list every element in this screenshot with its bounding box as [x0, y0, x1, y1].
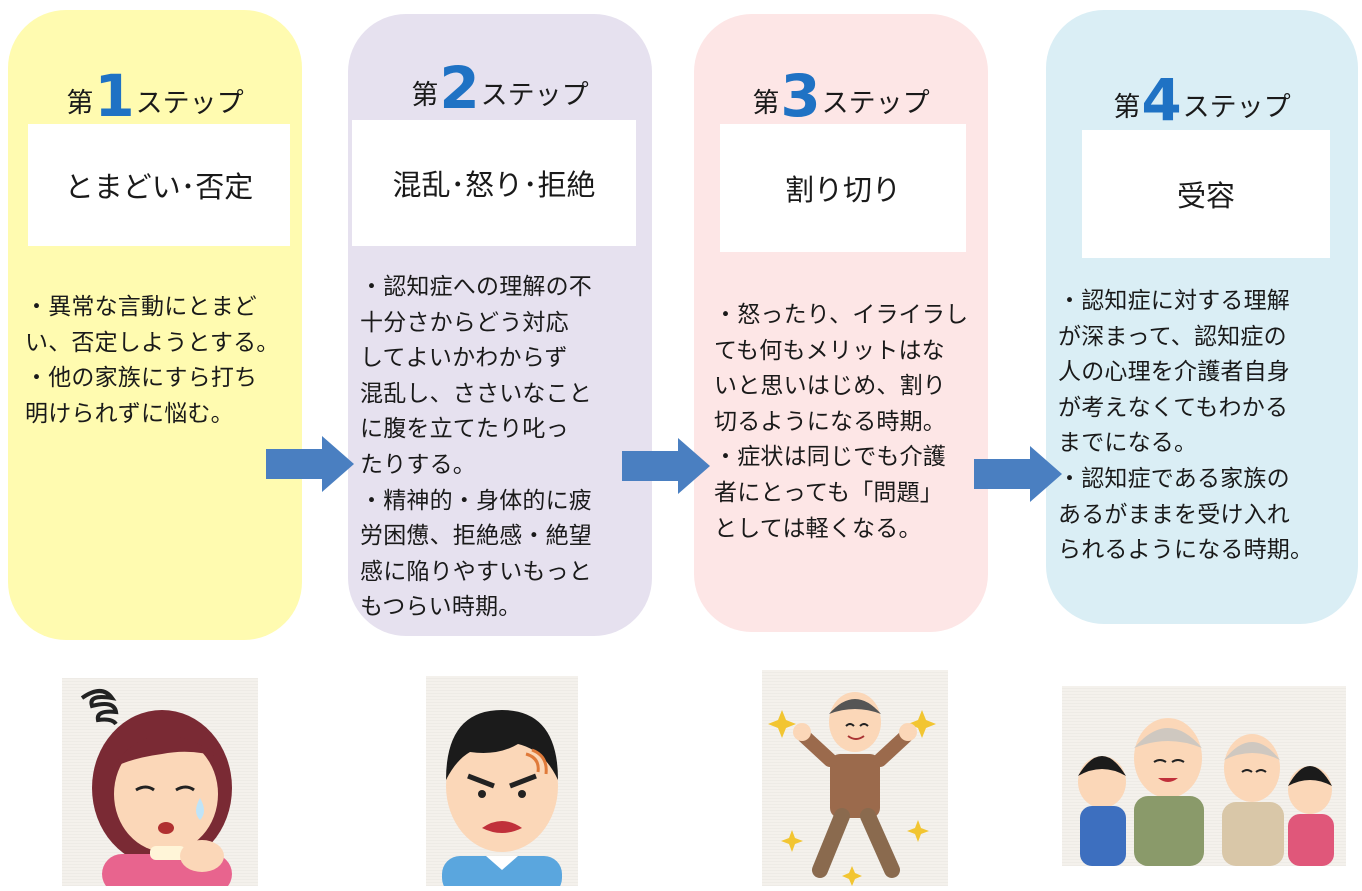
step-4-heading: 第4ステップ: [1046, 66, 1358, 134]
step-suffix: ステップ: [480, 80, 589, 111]
step-4-card: 第4ステップ 受容 ・認知症に対する理解 が深まって、認知症の 人の心理を介護者…: [1046, 10, 1358, 624]
worried-woman-illustration: [62, 678, 258, 886]
step-prefix: 第: [411, 80, 439, 111]
step-3-name: 割り切り: [720, 124, 966, 252]
step-1-heading: 第1ステップ: [8, 62, 302, 130]
step-1-description: ・異常な言動にとまど い、否定しようとする。 ・他の家族にすら打ち 明けられずに…: [25, 294, 280, 427]
happy-family-illustration: [1062, 686, 1346, 866]
arrow-right-icon: [622, 438, 710, 494]
step-prefix: 第: [752, 88, 780, 119]
step-number: 2: [439, 54, 480, 122]
step-number: 1: [94, 62, 135, 130]
step-prefix: 第: [1113, 92, 1141, 123]
step-suffix: ステップ: [821, 88, 930, 119]
arrow-right-icon: [266, 436, 354, 492]
step-4-description: ・認知症に対する理解 が深まって、認知症の 人の心理を介護者自身 が考えなくても…: [1058, 288, 1314, 564]
step-2-description: ・認知症への理解の不 十分さからどう対応 してよいかわからず 混乱し、ささいなこ…: [360, 274, 592, 621]
step-1-name: とまどい･否定: [28, 124, 290, 246]
step-suffix: ステップ: [135, 88, 244, 119]
step-suffix: ステップ: [1182, 92, 1291, 123]
step-1-card: 第1ステップ とまどい･否定 ・異常な言動にとまど い、否定しようとする。 ・他…: [8, 10, 302, 640]
step-number: 3: [780, 62, 821, 130]
angry-man-illustration: [426, 676, 578, 886]
arrow-right-icon: [974, 446, 1062, 502]
step-prefix: 第: [66, 88, 94, 119]
step-2-heading: 第2ステップ: [348, 54, 652, 122]
step-2-name: 混乱･怒り･拒絶: [352, 120, 636, 246]
step-2-card: 第2ステップ 混乱･怒り･拒絶 ・認知症への理解の不 十分さからどう対応 してよ…: [348, 14, 652, 636]
step-3-heading: 第3ステップ: [694, 62, 988, 130]
step-3-card: 第3ステップ 割り切り ・怒ったり、イライラし ても何もメリットはな いと思いは…: [694, 14, 988, 632]
step-number: 4: [1141, 66, 1182, 134]
step-4-name: 受容: [1082, 130, 1330, 258]
step-3-description: ・怒ったり、イライラし ても何もメリットはな いと思いはじめ、割り 切るようにな…: [714, 302, 969, 542]
cheerful-man-illustration: [762, 670, 948, 886]
